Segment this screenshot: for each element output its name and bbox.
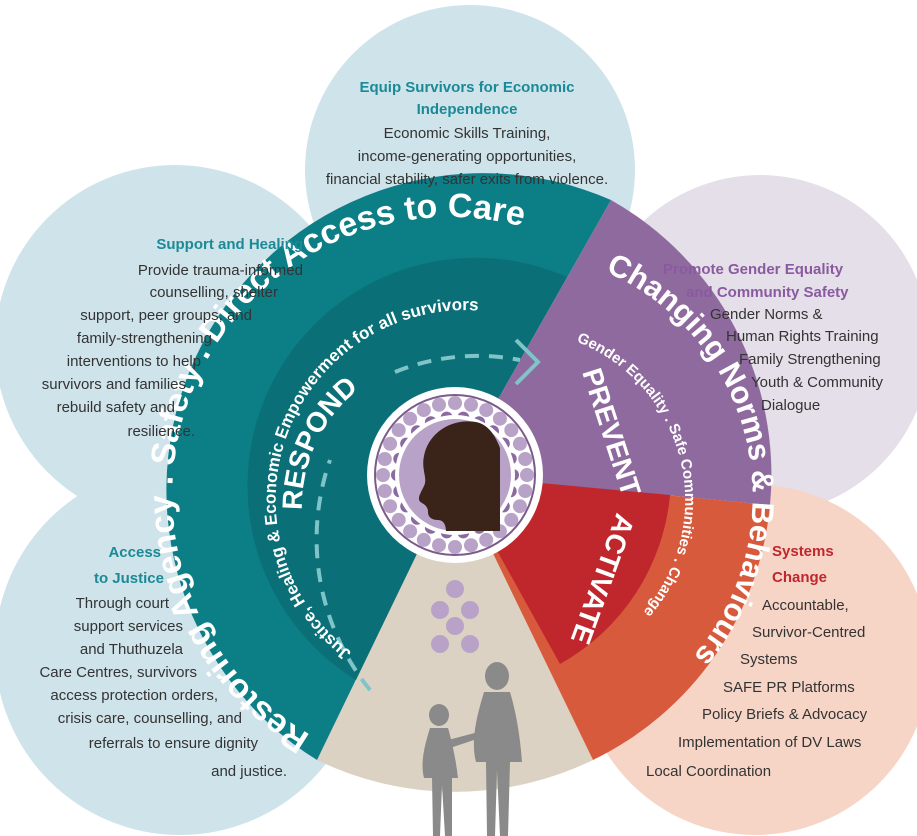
petal-lower-left-line: and justice. <box>211 763 287 780</box>
petal-upper-left-text: Support and Healing Provide trauma-infor… <box>42 236 303 440</box>
petal-lower-right-title: Systems <box>772 543 834 560</box>
petal-upper-left-line: support, peer groups, and <box>80 307 252 324</box>
petal-lower-right-line: Systems <box>740 651 798 668</box>
prevent-segment <box>455 200 772 505</box>
petal-lower-left-title: to Justice <box>94 570 164 587</box>
petal-upper-left-line: family-strengthening <box>77 330 212 347</box>
center-emblem <box>367 387 543 563</box>
center-dot <box>448 540 462 554</box>
arrow-chevron-icon <box>514 338 541 386</box>
petal-lower-right-line: Implementation of DV Laws <box>678 734 861 751</box>
center-dot <box>391 423 406 438</box>
petal-upper-left-line: resilience. <box>127 423 195 440</box>
petal-upper-right-text: Promote Gender Equality and Community Sa… <box>663 261 884 414</box>
thought-dot <box>446 580 464 598</box>
center-dot <box>504 423 519 438</box>
center-dot <box>377 452 392 466</box>
center-dot <box>403 524 418 539</box>
center-dot <box>492 411 507 426</box>
center-dot <box>464 397 478 412</box>
center-dot <box>432 397 446 412</box>
thought-dot <box>461 635 479 653</box>
center-dot <box>416 403 431 418</box>
petal-lower-left-line: Through court <box>76 595 170 612</box>
thought-dot <box>461 601 479 619</box>
petal-top-text: Equip Survivors for Economic Independenc… <box>326 79 608 188</box>
petal-upper-left-line: counselling, shelter <box>150 284 278 301</box>
center-dot <box>403 411 418 426</box>
center-dot <box>391 512 406 527</box>
respond-arrow <box>314 338 541 692</box>
petal-upper-left-line: Provide trauma-informed <box>138 262 303 279</box>
center-dot <box>520 468 534 482</box>
center-dot <box>504 512 519 527</box>
petal-upper-right-line: Gender Norms & <box>710 306 823 323</box>
petal-top-title-2: Independence <box>417 101 518 118</box>
center-dot <box>512 436 527 451</box>
center-dot <box>512 499 527 514</box>
petal-lower-right-text: Systems Change Accountable, Survivor-Cen… <box>646 543 868 780</box>
center-dot <box>448 396 462 410</box>
center-dot <box>432 538 446 553</box>
petal-upper-right-line: Youth & Community <box>751 374 884 391</box>
center-dot <box>383 436 398 451</box>
center-dot <box>383 499 398 514</box>
center-dot <box>464 538 478 553</box>
thought-dot <box>446 617 464 635</box>
mother-child-silhouette-icon <box>422 662 522 836</box>
petal-upper-left-line: rebuild safety and <box>57 399 175 416</box>
petal-lower-left-line: and Thuthuzela <box>80 641 184 658</box>
petal-lower-right-line: Policy Briefs & Advocacy <box>702 706 868 723</box>
petal-lower-right-line: Survivor-Centred <box>752 624 865 641</box>
petal-lower-right-title: Change <box>772 569 827 586</box>
petal-upper-left-line: survivors and families <box>42 376 186 393</box>
petal-top-line: Economic Skills Training, <box>384 125 551 142</box>
petal-upper-left-line: interventions to help <box>67 353 201 370</box>
thought-dots <box>431 580 479 653</box>
petal-top-line: financial stability, safer exits from vi… <box>326 171 608 188</box>
petal-lower-left-line: referrals to ensure dignity <box>89 735 259 752</box>
center-dot <box>479 532 494 547</box>
person-head-icon <box>418 421 500 531</box>
petal-lower-left-line: crisis care, counselling, and <box>58 710 242 727</box>
petal-lower-right-line: SAFE PR Platforms <box>723 679 855 696</box>
petal-top-title-1: Equip Survivors for Economic <box>359 79 574 96</box>
petal-lower-left-text: Access to Justice Through court support … <box>39 544 287 780</box>
center-dot <box>376 468 390 482</box>
center-dot <box>377 484 392 498</box>
dashed-arc <box>314 459 372 692</box>
center-dot <box>518 452 533 466</box>
petal-upper-right-line: Human Rights Training <box>726 328 879 345</box>
petal-lower-right-line: Local Coordination <box>646 763 771 780</box>
center-dot <box>479 403 494 418</box>
thought-dot <box>431 601 449 619</box>
center-dot <box>518 484 533 498</box>
petal-lower-left-title: Access <box>108 544 161 561</box>
petal-upper-right-line: Dialogue <box>761 397 820 414</box>
petal-top-line: income-generating opportunities, <box>358 148 576 165</box>
dashed-arc-top <box>394 353 521 374</box>
petal-lower-left-line: access protection orders, <box>50 687 218 704</box>
petal-lower-left-line: Care Centres, survivors <box>39 664 197 681</box>
petal-upper-right-title: Promote Gender Equality <box>663 261 844 278</box>
petal-upper-left-title: Support and Healing <box>156 236 303 253</box>
petal-upper-right-title: and Community Safety <box>686 284 849 301</box>
petal-lower-right-line: Accountable, <box>762 597 849 614</box>
petal-upper-right-line: Family Strengthening <box>739 351 881 368</box>
thought-dot <box>431 635 449 653</box>
petal-lower-left-line: support services <box>74 618 183 635</box>
center-dot <box>416 532 431 547</box>
